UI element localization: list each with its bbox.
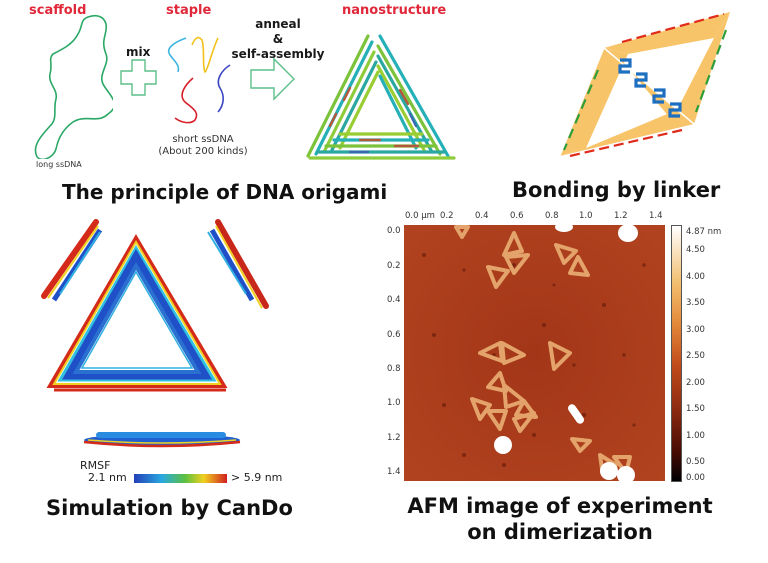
staple-caption: short ssDNA (About 200 kinds) xyxy=(158,134,248,157)
rmsf-colorbar xyxy=(134,474,227,483)
nanostructure-label: nanostructure xyxy=(342,3,447,18)
x-tick: 0.8 xyxy=(545,211,559,221)
staple-label: staple xyxy=(166,3,212,18)
arrow-right-icon xyxy=(250,57,295,101)
principle-title: The principle of DNA origami xyxy=(62,180,388,204)
staple-strands-icon xyxy=(168,36,231,124)
linker-title: Bonding by linker xyxy=(512,178,721,202)
y-tick: 1.4 xyxy=(387,467,401,477)
colorbar-tick: 4.00 xyxy=(686,272,705,282)
colorbar-tick: 4.87 nm xyxy=(686,227,722,237)
colorbar-tick: 3.00 xyxy=(686,325,705,335)
y-tick: 1.2 xyxy=(387,433,401,443)
mix-label: mix xyxy=(126,45,151,59)
colorbar-tick: 1.00 xyxy=(686,431,705,441)
scaffold-strand-icon xyxy=(34,14,113,159)
rmsf-legend-min: 2.1 nm xyxy=(88,471,127,484)
x-tick: 0.0 µm xyxy=(405,211,435,221)
anneal-label: anneal & self-assembly xyxy=(231,17,325,61)
y-tick: 0.6 xyxy=(387,330,401,340)
y-tick: 0.4 xyxy=(387,295,401,305)
x-tick: 0.2 xyxy=(440,211,454,221)
colorbar-tick: 2.00 xyxy=(686,378,705,388)
x-tick: 0.4 xyxy=(475,211,489,221)
y-tick: 0.8 xyxy=(387,364,401,374)
rmsf-legend-max: > 5.9 nm xyxy=(231,471,283,484)
afm-title: AFM image of experiment on dimerization xyxy=(407,494,713,544)
rmsf-legend-title: RMSF xyxy=(80,459,111,472)
afm-scan-image xyxy=(404,225,665,481)
x-tick: 1.2 xyxy=(614,211,628,221)
colorbar-tick: 0.00 xyxy=(686,473,705,483)
cando-simulation-image xyxy=(41,219,269,448)
colorbar-tick: 4.50 xyxy=(686,245,705,255)
linker-rhombus-icon xyxy=(559,12,730,158)
afm-colorbar xyxy=(671,225,682,482)
y-tick: 0.0 xyxy=(387,226,401,236)
y-tick: 1.0 xyxy=(387,398,401,408)
colorbar-tick: 0.50 xyxy=(686,457,705,467)
plus-icon xyxy=(120,59,157,96)
x-tick: 0.6 xyxy=(510,211,524,221)
scaffold-caption: long ssDNA xyxy=(36,160,82,169)
y-tick: 0.2 xyxy=(387,261,401,271)
simulation-title: Simulation by CanDo xyxy=(46,496,293,520)
colorbar-tick: 2.50 xyxy=(686,351,705,361)
x-tick: 1.0 xyxy=(579,211,593,221)
x-tick: 1.4 xyxy=(649,211,663,221)
colorbar-tick: 1.50 xyxy=(686,404,705,414)
scaffold-label: scaffold xyxy=(29,3,87,18)
nanostructure-triangle-icon xyxy=(306,34,456,160)
colorbar-tick: 3.50 xyxy=(686,298,705,308)
